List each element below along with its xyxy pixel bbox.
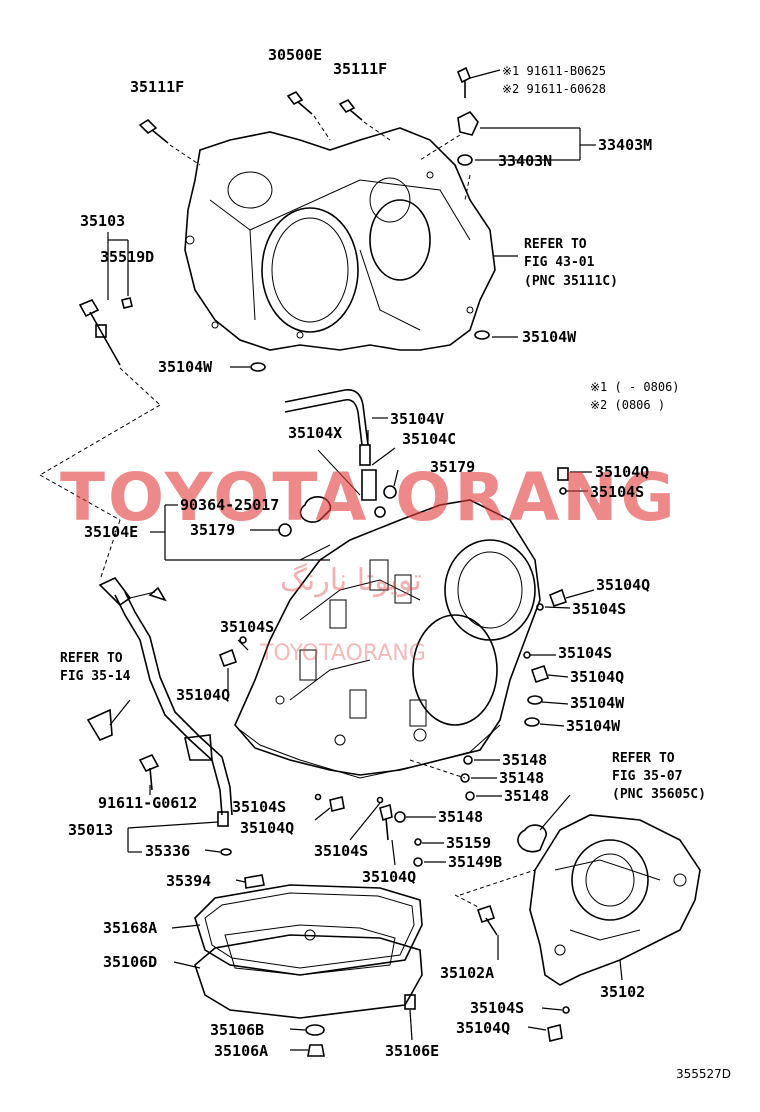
watermark-arabic: تویوتا نارنگ [280, 563, 422, 598]
label-35148: 35148 [499, 769, 544, 787]
label-35104Q: 35104Q [595, 463, 649, 481]
date-note-2: ※2 (0806 ) [590, 398, 665, 412]
label-33403N: 33403N [498, 152, 552, 170]
label-35148: 35148 [504, 787, 549, 805]
label-35519D: 35519D [100, 248, 154, 266]
reference-notes: REFER TO FIG 43-01 (PNC 35111C) REFER TO… [60, 237, 706, 802]
label-35104S: 35104S [470, 999, 524, 1017]
label-35148: 35148 [438, 808, 483, 826]
watermark: TOYOTA ORANG تویوتا نارنگ TOYOTAORANG [60, 459, 678, 666]
speed-sensor-icon [419, 110, 479, 201]
label-90364-25017: 90364-25017 [180, 496, 279, 514]
label-35104S: 35104S [314, 842, 368, 860]
label-35106B: 35106B [210, 1021, 264, 1039]
label-35159: 35159 [446, 834, 491, 852]
label-35168A: 35168A [103, 919, 157, 937]
refer-pnc: (PNC 35111C) [524, 274, 618, 289]
label-91611-G0612: 91611-G0612 [98, 794, 197, 812]
label-35104Q: 35104Q [456, 1019, 510, 1037]
label-35104W: 35104W [158, 358, 213, 376]
label-35104E: 35104E [84, 523, 138, 541]
bolt-icon [138, 753, 265, 889]
refer-text: REFER TO [524, 237, 587, 252]
label-35106E: 35106E [385, 1042, 439, 1060]
label-35104W: 35104W [522, 328, 577, 346]
bolt-icon [456, 66, 472, 98]
label-35104W: 35104W [566, 717, 621, 735]
label-35149B: 35149B [448, 853, 502, 871]
bolt-icon [286, 90, 331, 141]
label-35102: 35102 [600, 983, 645, 1001]
breather-hose-icon [278, 388, 397, 537]
label-35106A: 35106A [214, 1042, 268, 1060]
leader-lines [107, 69, 623, 1051]
refer-fig: FIG 35-07 [612, 769, 682, 784]
pin-icon [250, 330, 490, 372]
refer-fig: FIG 43-01 [524, 255, 595, 270]
label-35104Q: 35104Q [596, 576, 650, 594]
label-35102A: 35102A [440, 964, 494, 982]
label-35103: 35103 [80, 212, 125, 230]
figure-id: 355527D [676, 1067, 731, 1081]
label-33403M: 33403M [598, 136, 652, 154]
label-35104Q: 35104Q [176, 686, 230, 704]
label-35106D: 35106D [103, 953, 157, 971]
label-35013: 35013 [68, 821, 113, 839]
transfer-assembly [517, 814, 701, 986]
drain-plug-icon [39, 297, 161, 581]
label-35104W: 35104W [570, 694, 625, 712]
label-note1: ※1 91611-B0625 [502, 64, 606, 78]
refer-text: REFER TO [60, 651, 123, 666]
bolt-icon [138, 118, 201, 166]
dipstick-tube-icon [86, 577, 233, 856]
bolt-icon [218, 467, 569, 727]
label-35104X: 35104X [288, 424, 342, 442]
label-35104S: 35104S [590, 483, 644, 501]
label-35179: 35179 [430, 458, 475, 476]
label-35104S: 35104S [572, 600, 626, 618]
bolt-icon [314, 793, 393, 841]
label-35111F: 35111F [333, 60, 387, 78]
watermark-small: TOYOTAORANG [259, 641, 426, 666]
label-35104Q: 35104Q [570, 668, 624, 686]
bolt-icon [338, 98, 391, 141]
date-note-1: ※1 ( - 0806) [590, 380, 680, 394]
oil-pan [194, 884, 423, 1019]
label-35179: 35179 [190, 521, 235, 539]
label-35336: 35336 [145, 842, 190, 860]
bolt-icon [454, 894, 570, 1042]
label-35104C: 35104C [402, 430, 456, 448]
label-35111F: 35111F [130, 78, 184, 96]
label-35394: 35394 [166, 872, 211, 890]
refer-text: REFER TO [612, 751, 675, 766]
label-35104Q: 35104Q [240, 819, 294, 837]
label-35104S: 35104S [220, 618, 274, 636]
label-35104Q: 35104Q [362, 868, 416, 886]
label-note2: ※2 91611-60628 [502, 82, 606, 96]
refer-fig: FIG 35-14 [60, 669, 131, 684]
part-labels: 30500E 35111F 35111F ※1 91611-B0625 ※2 9… [68, 46, 731, 1081]
transmission-case [234, 499, 541, 779]
label-35148: 35148 [502, 751, 547, 769]
refer-pnc: (PNC 35605C) [612, 787, 706, 802]
label-30500E: 30500E [268, 46, 322, 64]
label-35104V: 35104V [390, 410, 444, 428]
washer-icon [394, 755, 475, 867]
label-35104S: 35104S [232, 798, 286, 816]
label-35104S: 35104S [558, 644, 612, 662]
watermark-brand: TOYOTA ORANG [60, 459, 678, 536]
transaxle-housing [184, 127, 496, 351]
